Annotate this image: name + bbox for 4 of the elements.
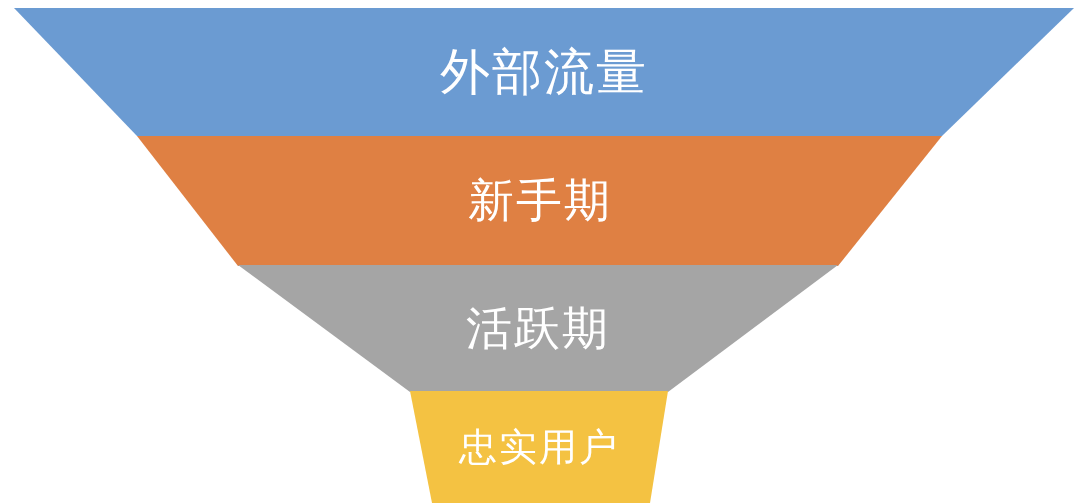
band-label: 新手期	[467, 172, 612, 229]
band-label: 外部流量	[440, 41, 648, 103]
band-label: 忠实用户	[459, 423, 619, 471]
band-label: 活跃期	[466, 299, 610, 357]
